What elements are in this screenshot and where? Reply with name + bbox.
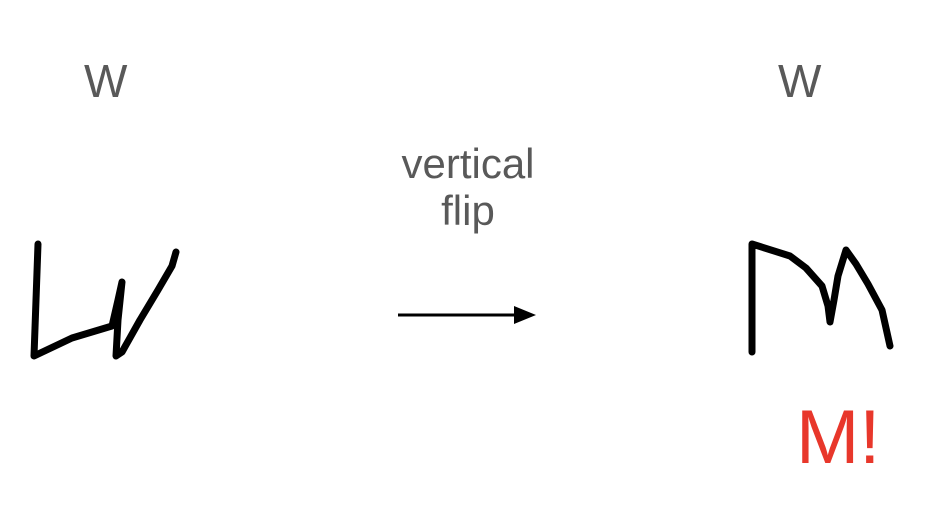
caption-line-1: vertical: [401, 140, 535, 187]
original-letter-label: W: [84, 55, 128, 107]
handwritten-w: [30, 240, 180, 360]
transformation-caption: vertical flip: [370, 140, 566, 234]
handwritten-m: [748, 240, 894, 356]
result-text: M!: [796, 395, 881, 480]
arrow-head: [514, 306, 536, 324]
caption-line-2: flip: [441, 187, 495, 235]
flipped-letter-label: W: [778, 55, 822, 107]
